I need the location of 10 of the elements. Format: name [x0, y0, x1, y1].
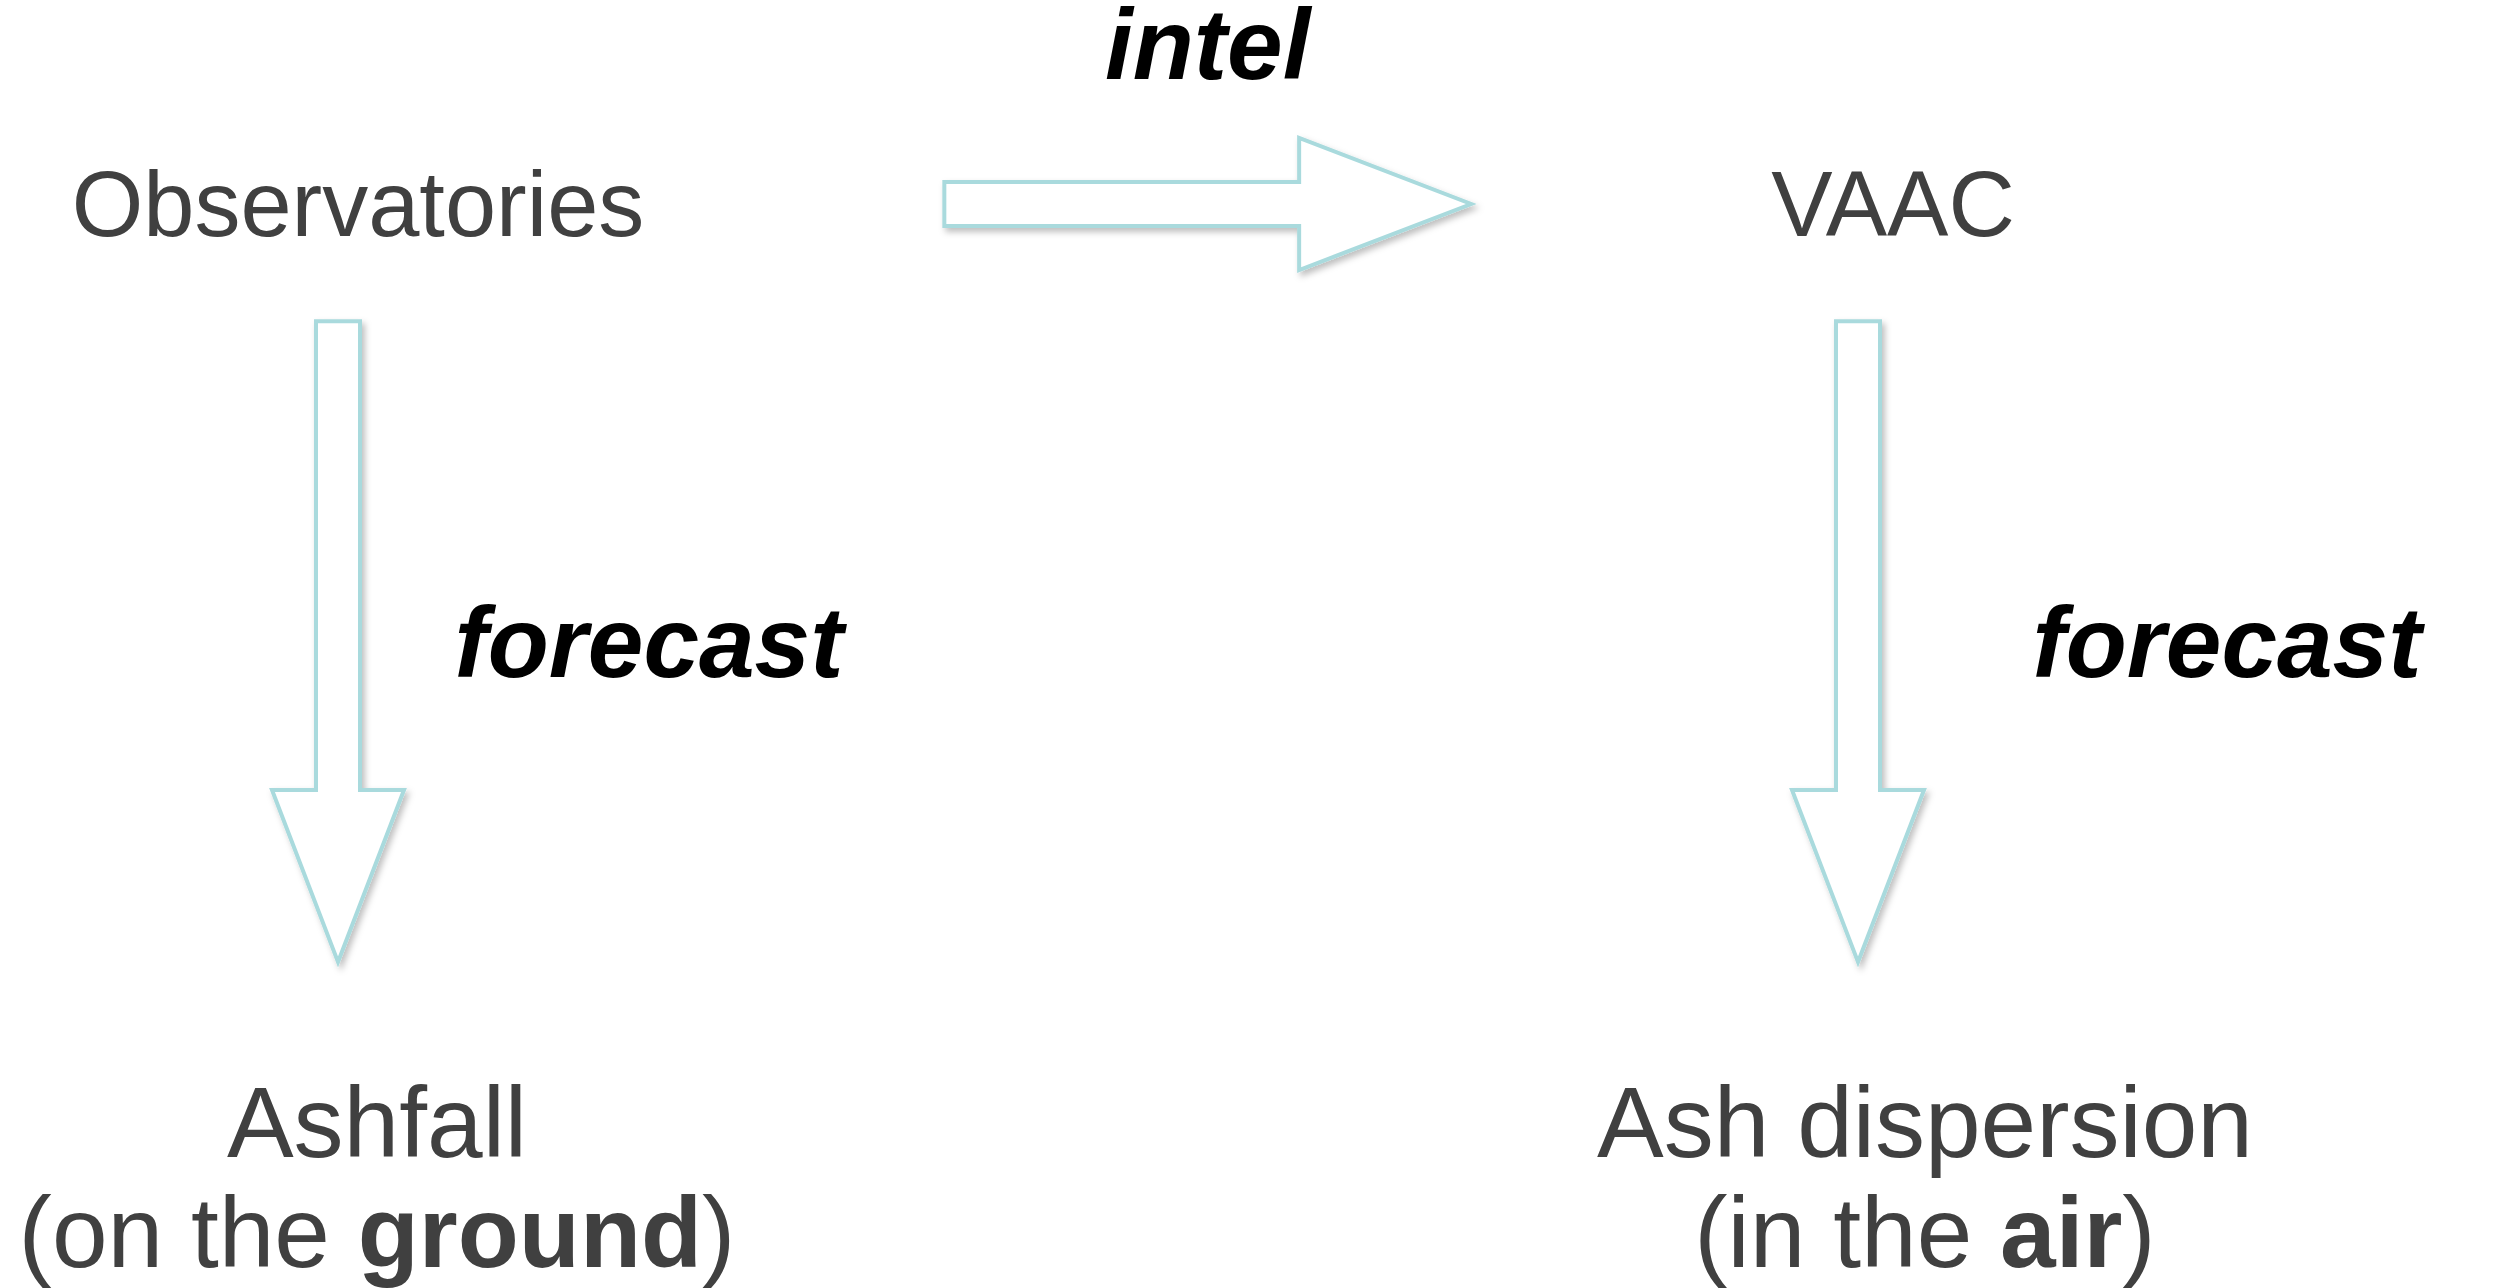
node-label: Ash dispersion	[1597, 1067, 2253, 1177]
node-label: VAAC	[1771, 151, 2015, 257]
edge-label: intel	[1104, 0, 1311, 99]
block-arrow	[269, 319, 407, 968]
node-label: Observatories	[71, 151, 645, 257]
node-label: Ashfall	[225, 1067, 529, 1177]
block-arrow	[942, 135, 1477, 273]
node-label: (on the ground)	[18, 1177, 736, 1287]
block-arrow	[1789, 319, 1927, 968]
node-label: (in the air)	[1693, 1177, 2156, 1287]
